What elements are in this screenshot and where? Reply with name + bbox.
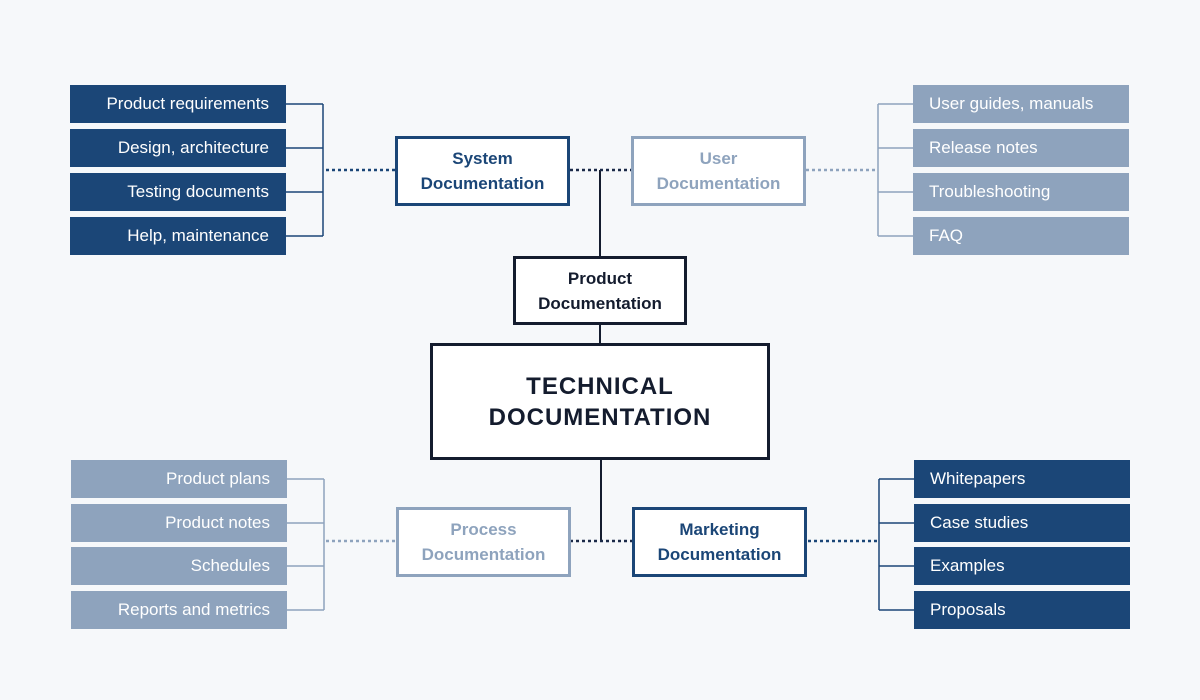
- marketing-item-case-studies: Case studies: [914, 504, 1130, 542]
- product-documentation-node: Product Documentation: [513, 256, 687, 325]
- marketing-documentation-line1: Marketing: [679, 520, 760, 539]
- marketing-item-proposals: Proposals: [914, 591, 1130, 629]
- user-item-faq: FAQ: [913, 217, 1129, 255]
- process-item-product-notes: Product notes: [71, 504, 287, 542]
- process-item-reports-metrics: Reports and metrics: [71, 591, 287, 629]
- system-documentation-node: System Documentation: [395, 136, 570, 206]
- system-item-testing-documents: Testing documents: [70, 173, 286, 211]
- marketing-documentation-line2: Documentation: [657, 545, 782, 564]
- system-documentation-line2: Documentation: [420, 174, 545, 193]
- system-item-design-architecture: Design, architecture: [70, 129, 286, 167]
- system-item-product-requirements: Product requirements: [70, 85, 286, 123]
- product-documentation-line2: Documentation: [538, 293, 662, 313]
- process-item-schedules: Schedules: [71, 547, 287, 585]
- technical-documentation-line2: DOCUMENTATION: [488, 403, 712, 431]
- process-documentation-line2: Documentation: [421, 545, 546, 564]
- user-documentation-line2: Documentation: [656, 174, 781, 193]
- product-documentation-line1: Product: [567, 268, 633, 288]
- user-item-release-notes: Release notes: [913, 129, 1129, 167]
- user-item-guides-manuals: User guides, manuals: [913, 85, 1129, 123]
- system-item-help-maintenance: Help, maintenance: [70, 217, 286, 255]
- process-documentation-node: Process Documentation: [396, 507, 571, 577]
- process-item-product-plans: Product plans: [71, 460, 287, 498]
- user-documentation-node: User Documentation: [631, 136, 806, 206]
- technical-documentation-line1: TECHNICAL: [526, 372, 674, 400]
- process-documentation-line1: Process: [450, 520, 517, 539]
- marketing-item-whitepapers: Whitepapers: [914, 460, 1130, 498]
- user-item-troubleshooting: Troubleshooting: [913, 173, 1129, 211]
- technical-documentation-node: TECHNICAL DOCUMENTATION: [430, 343, 770, 460]
- marketing-documentation-node: Marketing Documentation: [632, 507, 807, 577]
- marketing-item-examples: Examples: [914, 547, 1130, 585]
- system-documentation-line1: System: [452, 149, 513, 168]
- user-documentation-line1: User: [699, 149, 738, 168]
